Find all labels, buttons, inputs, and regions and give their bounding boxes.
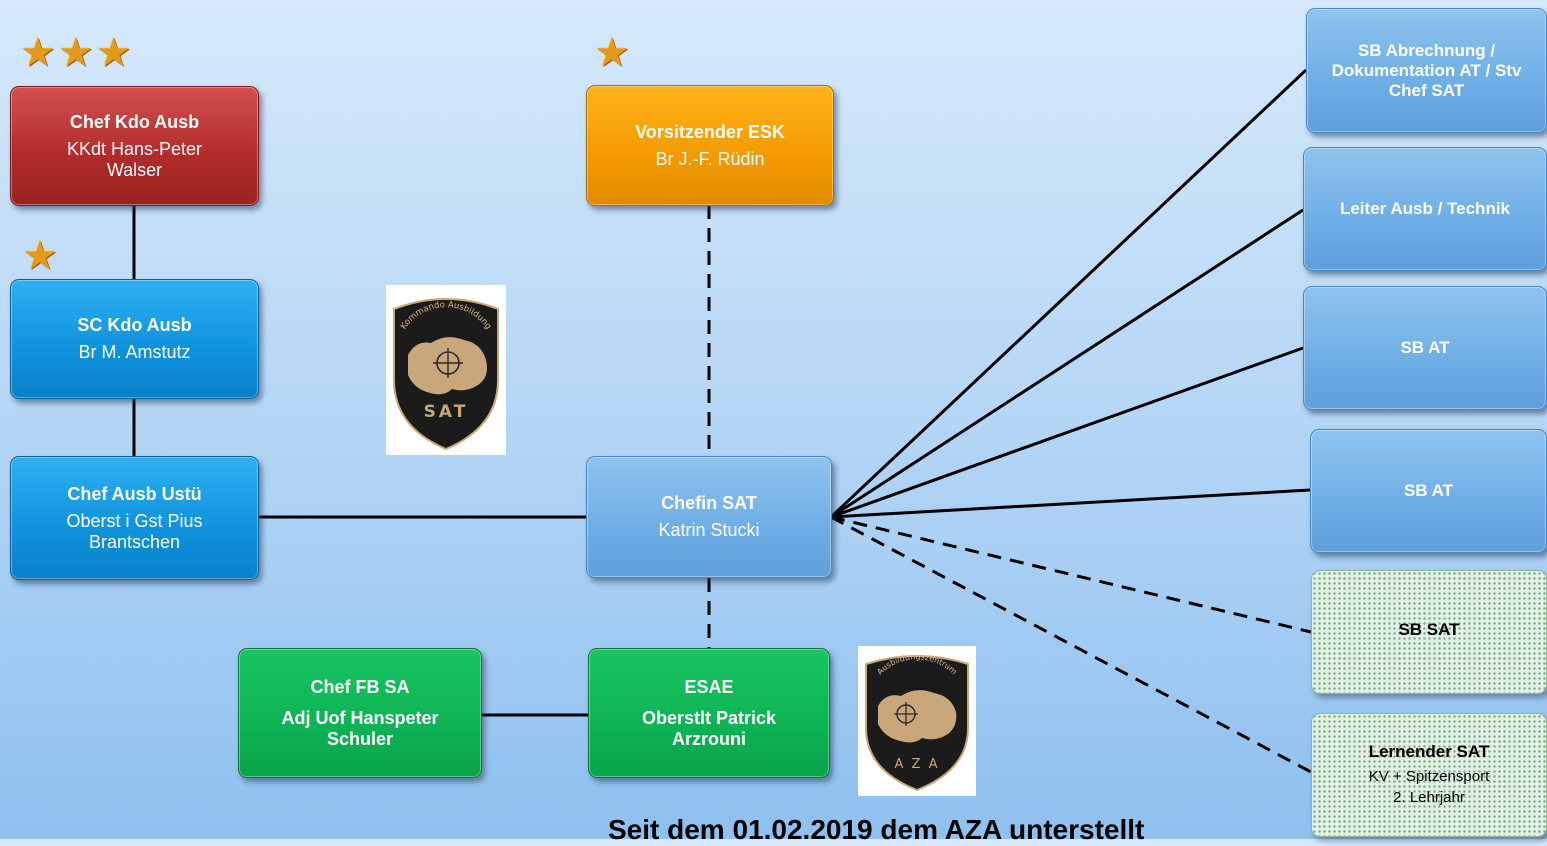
logo-aza: Ausbildungszentrum A Z A [858,646,976,796]
box-lernender-sat: Lernender SAT KV + Spitzensport 2. Lehrj… [1311,713,1547,837]
rank-stars-sc: ★ [22,234,60,278]
box-title: Chef Ausb Ustü [67,483,202,504]
box-name: KKdt Hans-Peter Walser [66,138,203,180]
box-leiter-ausb-technik: Leiter Ausb / Technik [1303,147,1547,271]
box-title: Lernender SAT [1368,742,1490,761]
line-chefin-to-sb-at-1 [830,346,1304,519]
box-sb-abrechnung: SB Abrechnung / Dokumentation AT / Stv C… [1306,8,1547,133]
box-name: Oberst i Gst Pius Brantschen [66,510,203,552]
line-chefin-to-sb-abrechnung [829,68,1308,519]
box-chef-kdo-ausb: Chef Kdo Ausb KKdt Hans-Peter Walser [10,86,259,206]
logo-aza-text: A Z A [895,757,940,772]
box-name: Adj Uof Hanspeter Schuler [281,707,439,749]
box-sc-kdo-ausb: SC Kdo Ausb Br M. Amstutz [10,279,259,399]
logo-sat: Kommando Ausbildung SAT [386,285,506,455]
box-title: SB AT [1403,481,1454,500]
box-title: SB SAT [1398,620,1460,639]
box-name: Oberstlt Patrick Arzrouni [641,707,777,749]
box-sb-at-1: SB AT [1303,286,1547,410]
line-chefin-to-leiter-ausb [830,208,1304,519]
box-title: SC Kdo Ausb [77,315,192,335]
box-name: Br M. Amstutz [78,342,191,362]
box-vorsitzender-esk: Vorsitzender ESK Br J.-F. Rüdin [586,85,834,206]
rank-stars-chef: ★★★ [20,31,134,75]
box-name: Katrin Stucki [658,520,760,540]
box-chef-ausb-ustue: Chef Ausb Ustü Oberst i Gst Pius Brantsc… [10,456,259,580]
box-chef-fb-sa: Chef FB SA Adj Uof Hanspeter Schuler [238,648,482,778]
box-name: Br J.-F. Rüdin [655,148,765,169]
box-esae: ESAE Oberstlt Patrick Arzrouni [588,648,830,778]
box-title: Chef FB SA [310,676,410,697]
box-title: Vorsitzender ESK [635,121,785,142]
box-title: ESAE [684,676,734,697]
box-title: Chefin SAT [661,493,757,513]
box-sb-sat: SB SAT [1311,570,1547,694]
box-title: SB Abrechnung / Dokumentation AT / Stv C… [1331,40,1522,100]
rank-stars-esk: ★ [594,31,632,75]
box-line3: 2. Lehrjahr [1393,789,1465,806]
box-line2: KV + Spitzensport [1368,768,1490,785]
box-title: Chef Kdo Ausb [69,111,200,132]
logo-sat-text: SAT [424,402,469,422]
line-chefin-to-sb-sat [830,515,1312,634]
footer-note: Seit dem 01.02.2019 dem AZA unterstellt [608,814,1145,845]
line-chefin-to-sb-at-2 [830,488,1311,519]
box-chefin-sat: Chefin SAT Katrin Stucki [586,456,832,578]
box-sb-at-2: SB AT [1310,429,1547,553]
box-title: SB AT [1400,338,1450,357]
box-title: Leiter Ausb / Technik [1339,199,1511,218]
